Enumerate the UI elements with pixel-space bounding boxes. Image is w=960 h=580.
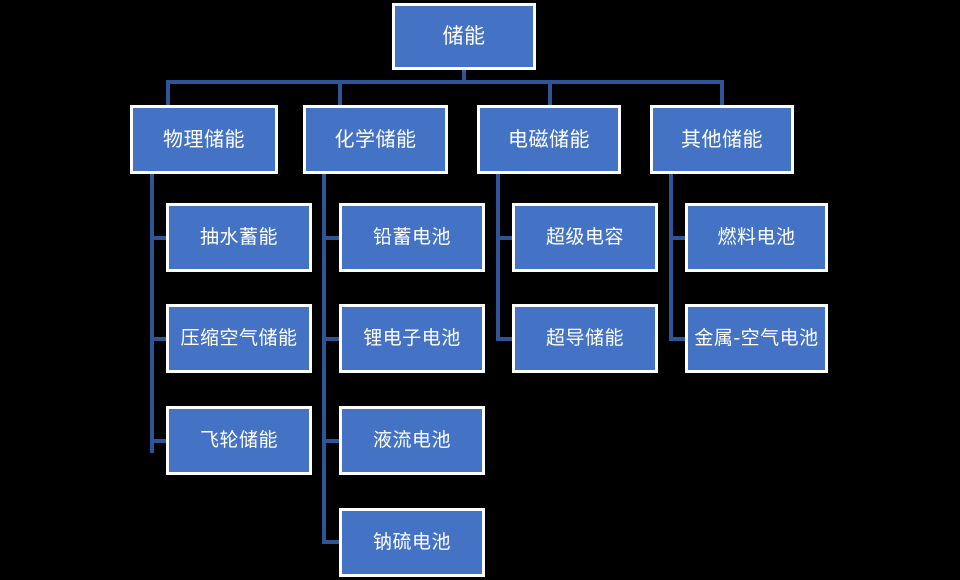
connector-drop-branch-4	[720, 80, 724, 108]
connector-stub-b2-c4	[322, 540, 342, 544]
node-leaf-flow-battery[interactable]: 液流电池	[339, 406, 485, 475]
node-leaf-compressed-air[interactable]: 压缩空气储能	[166, 304, 312, 373]
node-label: 飞轮储能	[199, 429, 278, 452]
connector-stub-b3-c2	[496, 337, 516, 341]
connector-spine-branch-4	[669, 174, 673, 338]
connector-drop-branch-1	[166, 80, 170, 108]
node-label: 超导储能	[545, 327, 624, 350]
node-label: 储能	[442, 24, 486, 49]
connector-stub-b3-c1	[496, 236, 516, 240]
connector-stub-b4-c1	[669, 236, 689, 240]
connector-spine-branch-2	[322, 174, 326, 541]
node-root-storage[interactable]: 储能	[392, 3, 536, 70]
node-label: 超级电容	[545, 226, 624, 249]
connector-root-stem	[462, 70, 466, 82]
node-leaf-metal-air[interactable]: 金属-空气电池	[685, 304, 828, 373]
connector-stub-b1-c3	[150, 439, 170, 443]
node-label: 化学储能	[334, 126, 417, 151]
connector-drop-branch-3	[548, 80, 552, 108]
node-leaf-lead-acid[interactable]: 铅蓄电池	[339, 203, 485, 272]
connector-spine-branch-3	[496, 174, 500, 338]
connector-root-bus	[166, 80, 722, 84]
node-label: 物理储能	[163, 126, 245, 151]
node-leaf-fuel-cell[interactable]: 燃料电池	[685, 203, 828, 272]
node-leaf-flywheel[interactable]: 飞轮储能	[166, 406, 312, 475]
connector-stub-b1-c1	[150, 236, 170, 240]
node-branch-electromagnetic[interactable]: 电磁储能	[477, 105, 621, 174]
node-branch-physical[interactable]: 物理储能	[130, 105, 278, 174]
node-label: 液流电池	[372, 429, 451, 452]
node-label: 电磁储能	[508, 126, 590, 151]
connector-spine-branch-1	[150, 174, 154, 453]
node-label: 其他储能	[681, 126, 763, 151]
node-leaf-pumped-hydro[interactable]: 抽水蓄能	[166, 203, 312, 272]
connector-stub-b4-c2	[669, 337, 689, 341]
node-label: 锂电子电池	[363, 327, 461, 350]
node-branch-chemical[interactable]: 化学储能	[303, 105, 448, 174]
node-leaf-supercapacitor[interactable]: 超级电容	[512, 203, 658, 272]
connector-stub-b2-c1	[322, 236, 342, 240]
node-branch-other[interactable]: 其他储能	[650, 105, 794, 174]
node-leaf-superconducting[interactable]: 超导储能	[512, 304, 658, 373]
node-label: 压缩空气储能	[180, 327, 298, 350]
connector-stub-b1-c2	[150, 337, 170, 341]
connector-stub-b2-c2	[322, 337, 342, 341]
node-label: 钠硫电池	[372, 531, 451, 554]
node-label: 铅蓄电池	[372, 226, 451, 249]
node-leaf-lithium-ion[interactable]: 锂电子电池	[339, 304, 485, 373]
node-label: 燃料电池	[717, 226, 796, 249]
connector-stub-b2-c3	[322, 439, 342, 443]
node-label: 金属-空气电池	[694, 327, 819, 350]
node-leaf-sodium-sulfur[interactable]: 钠硫电池	[339, 508, 485, 577]
node-label: 抽水蓄能	[199, 226, 278, 249]
connector-drop-branch-2	[338, 80, 342, 108]
